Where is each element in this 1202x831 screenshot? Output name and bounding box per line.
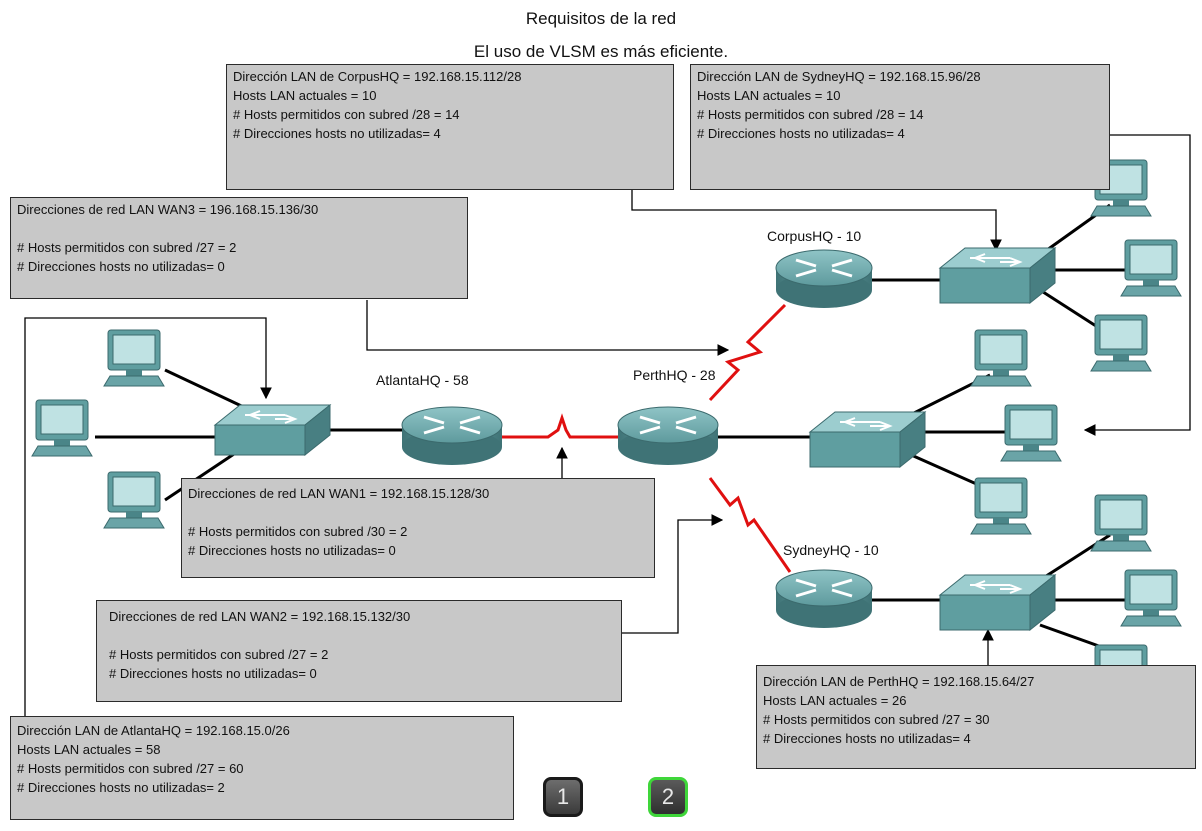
box-line: # Hosts permitidos con subred /28 = 14 [697,107,924,122]
box-line: Direcciones de red LAN WAN2 = 192.168.15… [109,609,411,624]
pc-corpus-3 [1090,314,1152,372]
switch-perth [808,410,927,469]
switch-sydney [938,573,1057,632]
pc-sydney-1 [1090,494,1152,552]
pointer-arrows [24,134,1191,716]
router-label-corpus: CorpusHQ - 10 [767,228,862,244]
pc-perth-1 [970,329,1032,387]
pc-atlanta-1 [103,329,165,387]
router-label-atlanta: AtlantaHQ - 58 [376,372,469,388]
router-sydney [775,569,873,628]
atlanta-lan-box: Dirección LAN de AtlantaHQ = 192.168.15.… [10,716,514,820]
router-atlanta [401,406,503,465]
switch-corpus [938,246,1057,305]
box-line: Hosts LAN actuales = 26 [763,693,907,708]
box-line: # Direcciones hosts no utilizadas= 0 [17,259,225,274]
box-line: # Direcciones hosts no utilizadas= 2 [17,780,225,795]
wan3-link [708,303,787,402]
perth-lan-box: Dirección LAN de PerthHQ = 192.168.15.64… [756,665,1196,769]
router-label-sydney: SydneyHQ - 10 [783,542,879,558]
page-title: Requisitos de la red [525,9,677,28]
box-line: # Hosts permitidos con subred /27 = 2 [17,240,237,255]
wan1-box: Direcciones de red LAN WAN1 = 192.168.15… [181,478,655,578]
box-line: # Direcciones hosts no utilizadas= 4 [697,126,905,141]
switch-atlanta [213,403,332,457]
box-line: Direcciones de red LAN WAN3 = 196.168.15… [17,202,319,217]
box-line: # Hosts permitidos con subred /27 = 30 [763,712,990,727]
pc-perth-2 [1000,404,1062,462]
box-spacer [188,503,648,522]
pc-perth-3 [970,477,1032,535]
box-line: # Direcciones hosts no utilizadas= 4 [233,126,441,141]
wan1-link [495,413,625,439]
box-line: Hosts LAN actuales = 10 [233,88,377,103]
box-line: # Direcciones hosts no utilizadas= 0 [188,543,396,558]
sydney-lan-box: Dirección LAN de SydneyHQ = 192.168.15.9… [690,64,1110,190]
pc-atlanta-2 [31,399,93,457]
page-1-button[interactable]: 1 [543,777,583,817]
wan2-link [708,477,792,573]
box-line: Hosts LAN actuales = 58 [17,742,161,757]
box-line: Direcciones de red LAN WAN1 = 192.168.15… [188,486,490,501]
router-corpus [775,249,873,308]
box-spacer [109,626,615,645]
box-line: Dirección LAN de CorpusHQ = 192.168.15.1… [233,69,522,84]
page-2-button[interactable]: 2 [648,777,688,817]
box-line: # Hosts permitidos con subred /30 = 2 [188,524,408,539]
box-line: # Direcciones hosts no utilizadas= 0 [109,666,317,681]
box-line: # Hosts permitidos con subred /27 = 2 [109,647,329,662]
box-line: # Hosts permitidos con subred /27 = 60 [17,761,244,776]
pc-sydney-2 [1120,569,1182,627]
wan2-box: Direcciones de red LAN WAN2 = 192.168.15… [96,600,622,702]
box-spacer [17,219,461,238]
box-line: Dirección LAN de SydneyHQ = 192.168.15.9… [697,69,981,84]
pc-atlanta-3 [103,471,165,529]
page-subtitle: El uso de VLSM es más eficiente. [473,42,729,61]
box-line: Dirección LAN de PerthHQ = 192.168.15.64… [763,674,1035,689]
box-line: Hosts LAN actuales = 10 [697,88,841,103]
box-line: # Hosts permitidos con subred /28 = 14 [233,107,460,122]
router-perth [617,406,719,465]
corpus-lan-box: Dirección LAN de CorpusHQ = 192.168.15.1… [226,64,674,190]
box-line: Dirección LAN de AtlantaHQ = 192.168.15.… [17,723,290,738]
wan-links [495,303,792,573]
router-label-perth: PerthHQ - 28 [633,367,716,383]
pc-corpus-2 [1120,239,1182,297]
box-line: # Direcciones hosts no utilizadas= 4 [763,731,971,746]
wan3-box: Direcciones de red LAN WAN3 = 196.168.15… [10,197,468,299]
